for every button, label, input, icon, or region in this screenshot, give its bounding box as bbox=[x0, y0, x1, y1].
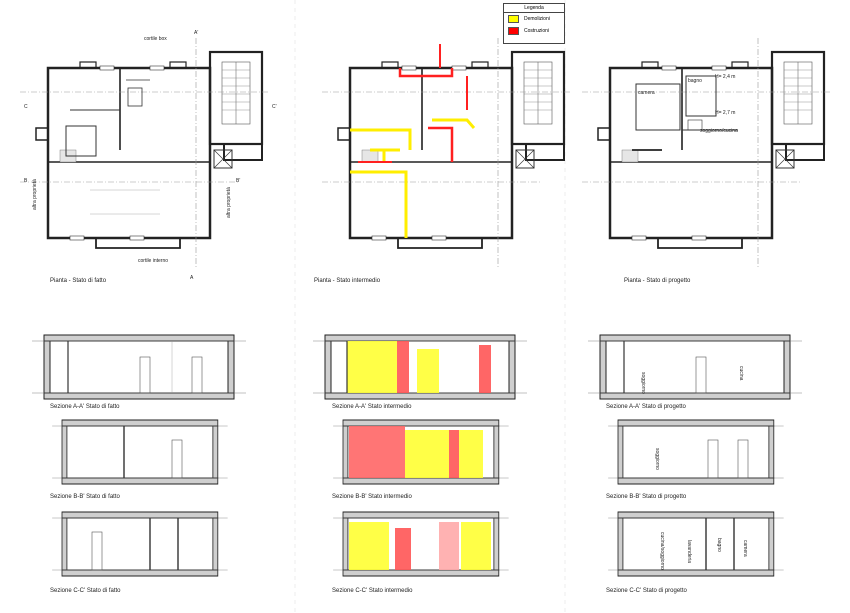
legend-label: Demolizioni bbox=[524, 16, 550, 22]
section-mark: C' bbox=[272, 104, 277, 110]
section-room-label: cucina bbox=[738, 366, 744, 381]
section-bb-progetto bbox=[607, 419, 785, 485]
plan-caption: Pianta - Stato intermedio bbox=[314, 278, 381, 284]
legend-item-demolizioni: Demolizioni bbox=[504, 13, 564, 25]
section-aa-progetto bbox=[587, 334, 803, 400]
section-room-label: cucina/soggiorno bbox=[659, 532, 665, 570]
swatch-costruzioni bbox=[508, 27, 519, 35]
height-label: H= 2,4 m bbox=[715, 74, 736, 80]
label-altra-proprieta-right: altra proprietà bbox=[226, 187, 232, 218]
swatch-demolizioni bbox=[508, 15, 519, 23]
section-aa-fatto bbox=[31, 334, 247, 400]
plan-stato-intermedio bbox=[320, 36, 574, 270]
section-cc-intermedio bbox=[332, 511, 510, 577]
legend-box: Legenda Demolizioni Costruzioni bbox=[503, 3, 565, 44]
plan-stato-di-fatto bbox=[18, 36, 272, 270]
section-mark: B' bbox=[236, 178, 241, 184]
section-caption: Sezione B-B' Stato di progetto bbox=[606, 494, 687, 500]
section-bb-fatto bbox=[51, 419, 229, 485]
label-altra-proprieta-left: altra proprietà bbox=[32, 179, 38, 210]
section-bb-intermedio bbox=[332, 419, 510, 485]
room-label: bagno bbox=[688, 78, 702, 84]
section-caption: Sezione C-C' Stato di progetto bbox=[606, 588, 687, 594]
section-mark: A' bbox=[194, 30, 199, 36]
section-mark: B bbox=[24, 178, 28, 184]
plan-caption: Pianta - Stato di progetto bbox=[624, 278, 691, 284]
plan-caption: Pianta - Stato di fatto bbox=[50, 278, 107, 284]
section-caption: Sezione B-B' Stato di fatto bbox=[50, 494, 120, 500]
section-cc-fatto bbox=[51, 511, 229, 577]
height-label: H= 2,7 m bbox=[715, 110, 736, 116]
section-caption: Sezione A-A' Stato di fatto bbox=[50, 404, 120, 410]
room-label: camera bbox=[638, 90, 655, 96]
section-caption: Sezione B-B' Stato intermedio bbox=[332, 494, 412, 500]
section-room-label: soggiorno bbox=[654, 448, 660, 470]
section-caption: Sezione C-C' Stato di fatto bbox=[50, 588, 121, 594]
section-cc-progetto bbox=[607, 511, 785, 577]
section-room-label: camera bbox=[742, 540, 748, 557]
plan-stato-di-progetto bbox=[580, 36, 834, 270]
label-cortile-box: cortile box bbox=[144, 36, 167, 42]
legend-label: Costruzioni bbox=[524, 28, 550, 34]
legend-title: Legenda bbox=[504, 4, 564, 13]
room-label: soggiorno/cucina bbox=[700, 128, 738, 134]
section-mark: C bbox=[24, 104, 28, 110]
section-aa-intermedio bbox=[312, 334, 528, 400]
section-caption: Sezione C-C' Stato intermedio bbox=[332, 588, 413, 594]
section-caption: Sezione A-A' Stato intermedio bbox=[332, 404, 412, 410]
label-cortile-interno: cortile interno bbox=[138, 258, 169, 264]
section-caption: Sezione A-A' Stato di progetto bbox=[606, 404, 686, 410]
section-room-label: lavanderia bbox=[686, 540, 692, 564]
section-mark: A bbox=[190, 275, 194, 281]
legend-item-costruzioni: Costruzioni bbox=[504, 25, 564, 37]
section-room-label: soggiorno bbox=[640, 372, 646, 394]
section-room-label: bagno bbox=[716, 538, 722, 552]
